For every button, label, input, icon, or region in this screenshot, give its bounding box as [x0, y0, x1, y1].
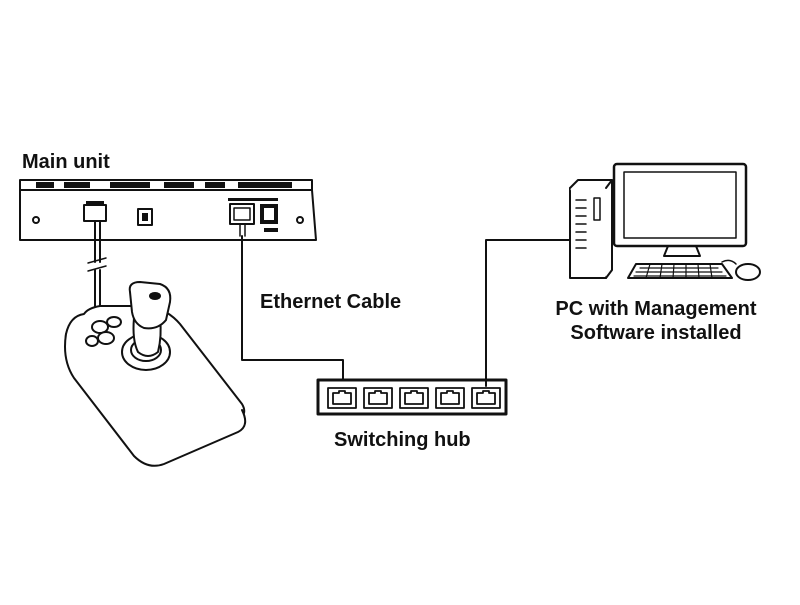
pc-label-line2: Software installed	[570, 322, 742, 344]
pc-label-line1: PC with Management	[555, 298, 757, 320]
pc-label: PC with Management Software installed	[546, 297, 766, 345]
desktop-pc-icon	[569, 162, 761, 281]
main-unit-icon	[19, 179, 317, 241]
switching-hub-label: Switching hub	[334, 429, 471, 451]
ethernet-cable-label: Ethernet Cable	[260, 291, 402, 313]
joystick-controller-icon	[64, 281, 247, 467]
ethernet-cable-pc	[485, 239, 573, 387]
switching-hub-icon	[316, 378, 508, 416]
main-unit-label: Main unit	[22, 151, 110, 173]
ethernet-cable-main	[241, 235, 344, 387]
